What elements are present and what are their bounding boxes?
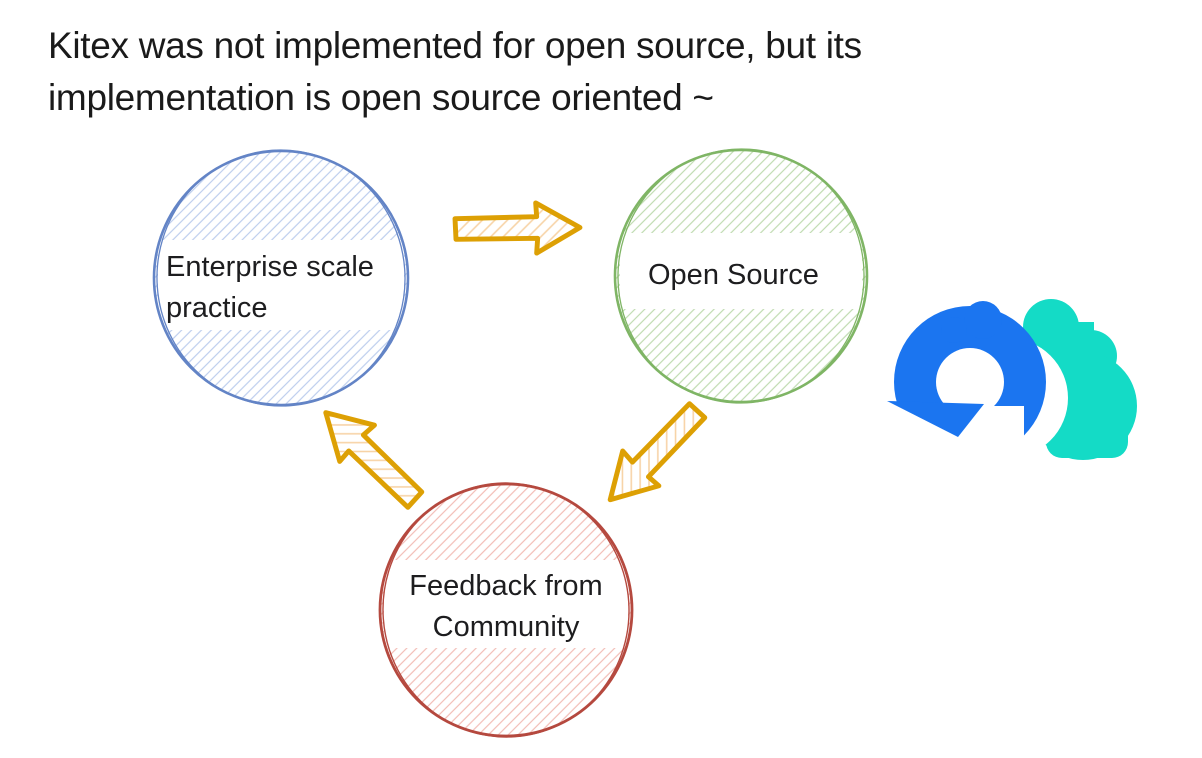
enterprise-circle-overdraw bbox=[156, 149, 406, 407]
arrow-down-left-icon bbox=[584, 384, 725, 525]
opensource-label-band bbox=[620, 233, 862, 309]
feedback-circle-stroke bbox=[378, 482, 634, 738]
arrow-up-left-icon bbox=[301, 386, 442, 527]
feedback-label: Feedback from Community bbox=[374, 566, 638, 648]
arrow-shape bbox=[607, 401, 708, 503]
cloudwego-logo bbox=[884, 294, 1142, 464]
arrow-right-icon bbox=[448, 198, 586, 259]
node-community-feedback bbox=[374, 478, 638, 742]
opensource-label: Open Source bbox=[648, 259, 819, 291]
enterprise-circle-sketch bbox=[152, 149, 410, 407]
slide-title-line1: Kitex was not implemented for open sourc… bbox=[48, 25, 862, 66]
node-open-source bbox=[608, 143, 874, 409]
opensource-circle-sketch bbox=[613, 148, 869, 404]
enterprise-circle-stroke bbox=[152, 149, 410, 407]
feedback-label-band bbox=[384, 560, 628, 648]
feedback-circle-overdraw bbox=[382, 482, 630, 738]
feedback-label-text: Feedback from Community bbox=[409, 570, 603, 643]
enterprise-label: Enterprise scale practice bbox=[166, 251, 374, 324]
opensource-circle-stroke bbox=[613, 148, 869, 404]
feedback-circle-sketch bbox=[378, 482, 634, 738]
enterprise-label-band bbox=[158, 240, 404, 330]
arrow-shape bbox=[452, 200, 583, 256]
node-enterprise-practice bbox=[146, 143, 416, 413]
arrow-shape bbox=[323, 410, 425, 510]
opensource-circle-overdraw bbox=[617, 148, 865, 404]
slide-title-line2: implementation is open source oriented ~ bbox=[48, 77, 714, 118]
logo-blue-arrow bbox=[884, 301, 1046, 464]
cloudwego-cloud-arrow-icon bbox=[884, 299, 1137, 464]
